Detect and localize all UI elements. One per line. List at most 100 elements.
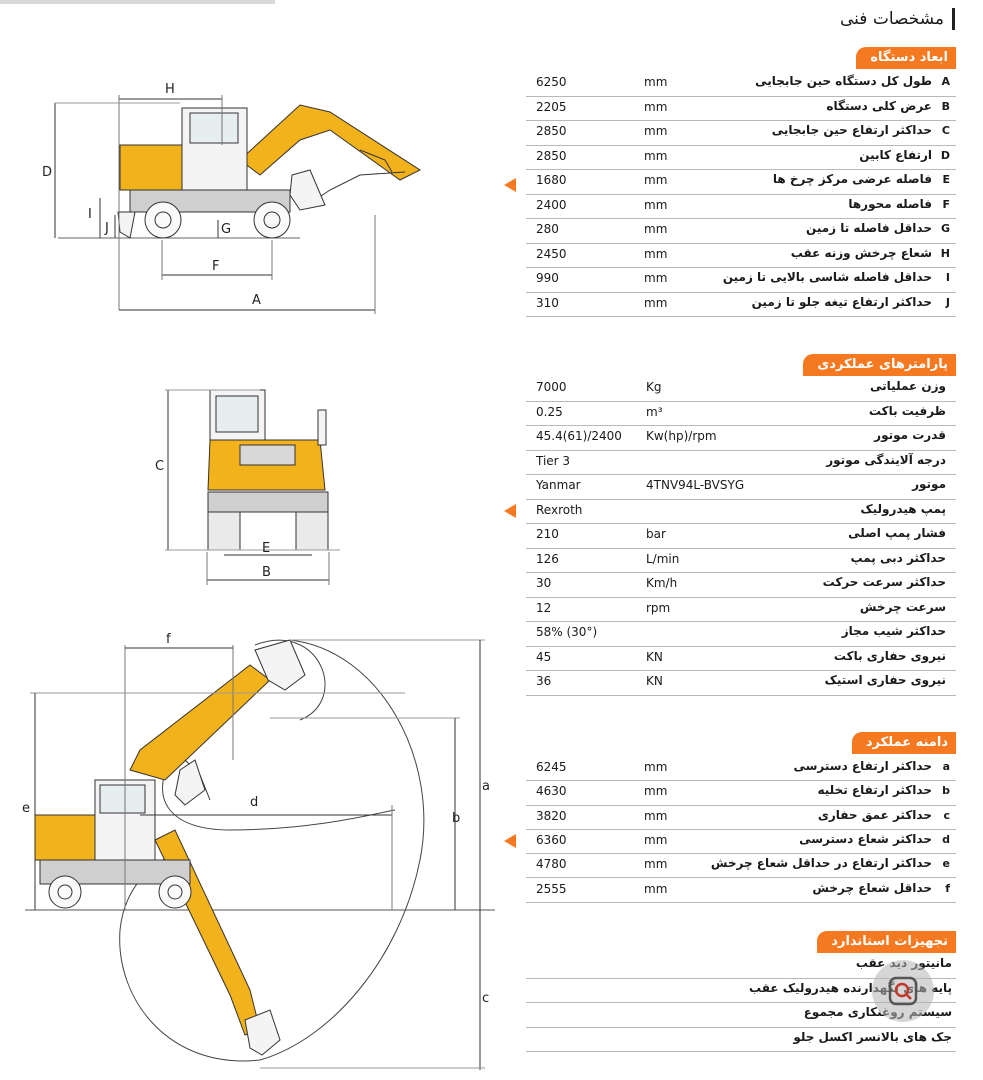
zoom-lens-button[interactable] — [872, 960, 934, 1022]
label-H: H — [165, 82, 175, 97]
row-value: 58% (30°) — [536, 625, 598, 639]
row-value: Tier 3 — [536, 453, 571, 468]
row-label: نیروی حفاری باکت — [833, 648, 946, 663]
row-code: G — [940, 222, 950, 235]
row-value: 210 — [536, 527, 559, 541]
row-code: f — [945, 881, 950, 895]
row-label: وزن عملیاتی — [870, 379, 946, 393]
label-e: e — [22, 801, 30, 816]
row-value: 6245 — [536, 760, 567, 774]
row-label: حداکثر ارتفاع حین جابجایی — [771, 123, 932, 137]
row-unit: mm — [644, 832, 668, 847]
row-value: 30 — [536, 576, 552, 590]
row-value: 3820 — [536, 808, 567, 823]
row-value: 0.25 — [536, 404, 563, 419]
row-value: Rexroth — [536, 502, 583, 517]
row-value: 4780 — [536, 857, 567, 872]
row-unit: mm — [644, 271, 668, 285]
row-code: I — [945, 271, 950, 284]
row-value: 2205 — [536, 99, 567, 114]
label-D: D — [42, 165, 52, 180]
row-value: 36 — [536, 674, 552, 688]
row-label: طول کل دستگاه حین جابجایی — [755, 74, 932, 88]
row-label: ارتفاع کابین — [859, 147, 932, 162]
row-label: حداکثر دبی پمپ — [850, 550, 946, 565]
row-value: 12 — [536, 600, 552, 615]
row-label: سرعت چرخش — [859, 599, 946, 614]
row-label: قدرت موتور — [874, 428, 946, 442]
row-value: 2400 — [536, 197, 567, 212]
row-unit: mm — [644, 857, 668, 872]
row-label: فاصله محورها — [848, 196, 932, 211]
row-unit: Km/h — [646, 576, 678, 590]
label-A: A — [252, 293, 261, 308]
label-a: a — [482, 779, 490, 794]
front-view-drawing — [165, 389, 340, 585]
standard-equipment-heading: تجهیزات استاندارد — [817, 931, 956, 953]
row-label: ظرفیت باکت — [868, 403, 946, 418]
row-unit: mm — [644, 881, 668, 896]
row-code: D — [940, 148, 950, 162]
dimensions-pointer-icon — [504, 178, 516, 192]
row-unit: 4TNV94L-BVSYG — [646, 478, 745, 492]
row-label: حداقل شعاع چرخش — [812, 880, 932, 895]
row-label: عرض کلی دستگاه — [826, 98, 932, 113]
row-label: حداکثر ارتفاع در حداقل شعاع چرخش — [710, 856, 932, 871]
row-code: c — [943, 808, 950, 822]
label-G: G — [221, 222, 231, 237]
row-value: 2555 — [536, 881, 567, 896]
row-value: 6250 — [536, 75, 567, 89]
row-value: 310 — [536, 295, 559, 310]
row-label: نیروی حفاری استیک — [824, 673, 946, 687]
row-value: 2850 — [536, 124, 567, 138]
row-value: 2850 — [536, 148, 567, 163]
row-label: شعاع چرخش وزنه عقب — [790, 245, 932, 260]
row-unit: mm — [644, 784, 668, 799]
top-scroll-bar — [0, 0, 275, 4]
label-d: d — [250, 795, 258, 810]
row-unit: mm — [644, 75, 668, 89]
row-label: فشار پمپ اصلی — [848, 526, 946, 540]
row-unit: mm — [644, 148, 668, 163]
row-code: H — [940, 246, 950, 260]
table-row: 2850 mm ارتفاع کابین D — [526, 145, 956, 170]
row-label: حداقل فاصله شاسی بالایی تا زمین — [722, 270, 932, 284]
table-row: جک های بالانسر اکسل جلو — [526, 1027, 956, 1052]
row-label: حداکثر عمق حفاری — [817, 807, 932, 822]
row-code: e — [942, 857, 950, 871]
label-b: b — [452, 811, 460, 826]
row-value: 45 — [536, 649, 552, 664]
technical-drawings: H D I J G F A C E B — [22, 82, 495, 1070]
row-unit: mm — [644, 197, 668, 212]
performance-heading: پارامترهای عملکردی — [803, 354, 956, 376]
row-code: b — [942, 784, 950, 798]
label-C: C — [155, 459, 164, 474]
working-range-drawing — [25, 639, 495, 1070]
table-row: Tier 3 درجه آلایندگی موتور — [526, 450, 956, 475]
row-unit: KN — [646, 649, 663, 664]
row-unit: bar — [646, 527, 666, 541]
row-unit: mm — [644, 124, 668, 138]
row-unit: mm — [644, 222, 668, 236]
row-label: درجه آلایندگی موتور — [826, 452, 946, 467]
row-value: 1680 — [536, 173, 567, 187]
row-label: حداکثر ارتفاع تخلیه — [817, 783, 933, 798]
table-row: 45 KN نیروی حفاری باکت — [526, 646, 956, 671]
row-label: فاصله عرضی مرکز چرخ ها — [772, 172, 932, 186]
row-unit: mm — [644, 246, 668, 261]
